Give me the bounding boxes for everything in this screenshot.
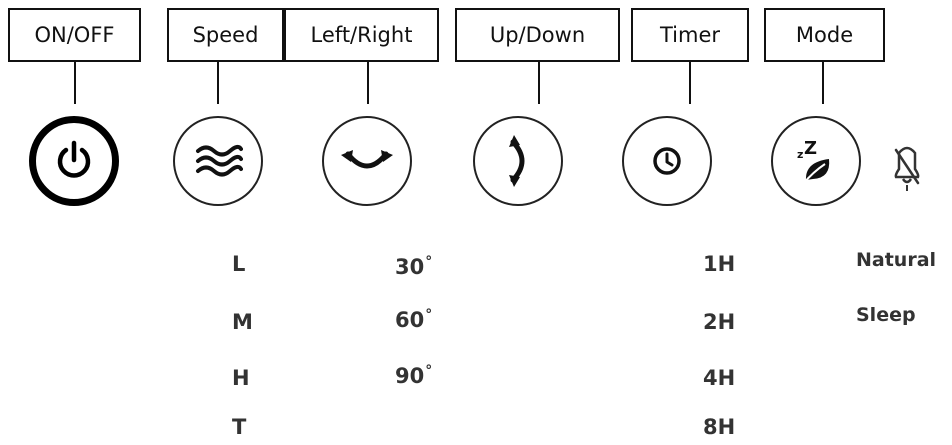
up-down-button[interactable] bbox=[473, 116, 563, 206]
left-right-button[interactable] bbox=[322, 116, 412, 206]
degree-symbol: ° bbox=[425, 254, 433, 270]
degree-symbol: ° bbox=[425, 307, 433, 323]
power-label: ON/OFF bbox=[8, 8, 141, 62]
timer-button[interactable] bbox=[622, 116, 712, 206]
degree-symbol: ° bbox=[425, 363, 433, 379]
mode-label: Mode bbox=[764, 8, 885, 62]
timer-option-8h: 8H bbox=[703, 415, 736, 439]
timer-label: Timer bbox=[631, 8, 749, 62]
power-connector bbox=[74, 62, 76, 104]
mode-connector bbox=[822, 62, 824, 104]
mode-option-sleep: Sleep bbox=[856, 304, 916, 326]
timer-connector bbox=[689, 62, 691, 104]
mute-icon bbox=[894, 146, 920, 191]
up-down-connector bbox=[538, 62, 540, 104]
angle-value: 30 bbox=[395, 255, 425, 279]
speed-option-m: M bbox=[232, 310, 253, 334]
timer-option-2h: 2H bbox=[703, 310, 736, 334]
clock-icon bbox=[653, 147, 681, 175]
power-icon bbox=[57, 140, 91, 178]
angle-option-30: 30° bbox=[395, 250, 432, 279]
angle-option-90: 90° bbox=[395, 359, 432, 388]
timer-option-1h: 1H bbox=[703, 252, 736, 276]
angle-value: 90 bbox=[395, 364, 425, 388]
speed-option-t: T bbox=[232, 415, 247, 439]
svg-text:z: z bbox=[797, 148, 803, 161]
vertical-swing-icon bbox=[509, 135, 525, 187]
speed-label: Speed bbox=[167, 8, 284, 62]
speed-connector bbox=[217, 62, 219, 104]
left-right-connector bbox=[367, 62, 369, 104]
timer-option-4h: 4H bbox=[703, 366, 736, 390]
up-down-label: Up/Down bbox=[455, 8, 620, 62]
wind-waves-icon bbox=[196, 144, 243, 177]
angle-value: 60 bbox=[395, 308, 425, 332]
speed-button[interactable] bbox=[173, 116, 263, 206]
mode-option-natural: Natural bbox=[856, 249, 937, 271]
sleep-leaf-icon: z Z bbox=[797, 138, 830, 185]
angle-option-60: 60° bbox=[395, 303, 432, 332]
power-button[interactable] bbox=[29, 116, 119, 206]
horizontal-swing-icon bbox=[341, 150, 393, 169]
svg-text:Z: Z bbox=[804, 138, 817, 159]
left-right-label: Left/Right bbox=[284, 8, 439, 62]
speed-option-h: H bbox=[232, 366, 250, 390]
mode-button[interactable]: z Z bbox=[771, 116, 861, 206]
speed-option-l: L bbox=[232, 252, 246, 276]
